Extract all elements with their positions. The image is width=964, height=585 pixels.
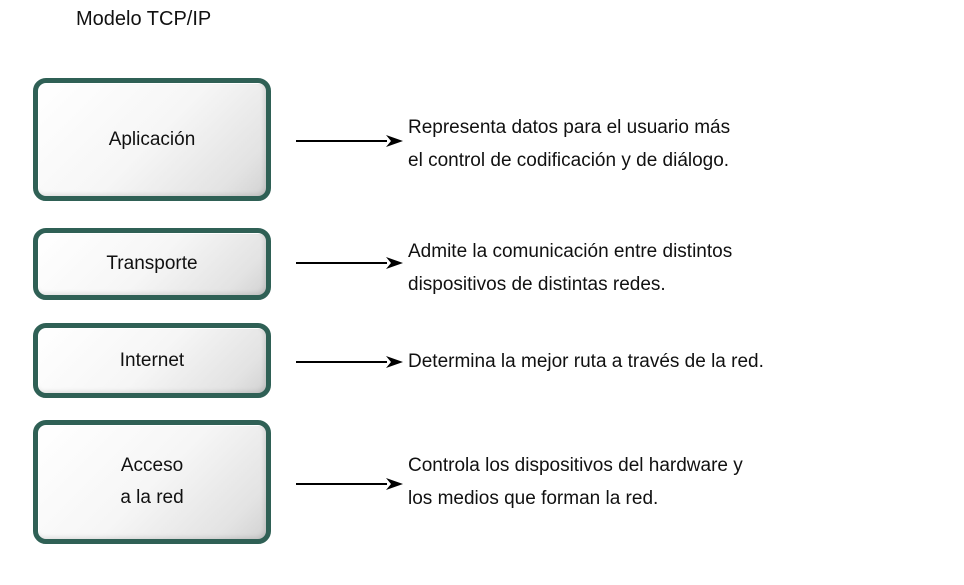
description-line: el control de codificación y de diálogo. xyxy=(408,150,730,171)
description-line: los medios que forman la red. xyxy=(408,488,659,509)
layer-description: Representa datos para el usuario más el … xyxy=(408,111,730,177)
layer-description: Admite la comunicación entre distintos d… xyxy=(408,235,732,301)
description-line: Determina la mejor ruta a través de la r… xyxy=(408,351,764,372)
description-line: dispositivos de distintas redes. xyxy=(408,274,666,295)
layer-description: Determina la mejor ruta a través de la r… xyxy=(408,345,764,378)
description-line: Admite la comunicación entre distintos xyxy=(408,241,733,262)
layer-label: Transporte xyxy=(106,253,198,274)
layer-label: a la red xyxy=(120,487,184,508)
arrow-right-icon xyxy=(296,356,403,368)
arrow-right-icon xyxy=(296,257,403,269)
layer-label: Aplicación xyxy=(108,128,196,150)
description-line: Controla los dispositivos del hardware y xyxy=(408,455,743,476)
layer-box-internet: Internet xyxy=(33,323,271,398)
diagram-title: Modelo TCP/IP xyxy=(76,8,212,30)
layer-box-acceso-a-la-red: Acceso a la red xyxy=(33,420,271,544)
layer-label: Acceso xyxy=(120,455,184,476)
description-line: Representa datos para el usuario más xyxy=(408,117,731,138)
arrow-right-icon xyxy=(296,478,403,490)
layer-box-aplicacion: Aplicación xyxy=(33,78,271,201)
layer-description: Controla los dispositivos del hardware y… xyxy=(408,449,743,515)
arrow-right-icon xyxy=(296,135,403,147)
layer-label: Internet xyxy=(119,349,185,371)
layer-box-transporte: Transporte xyxy=(33,228,271,300)
